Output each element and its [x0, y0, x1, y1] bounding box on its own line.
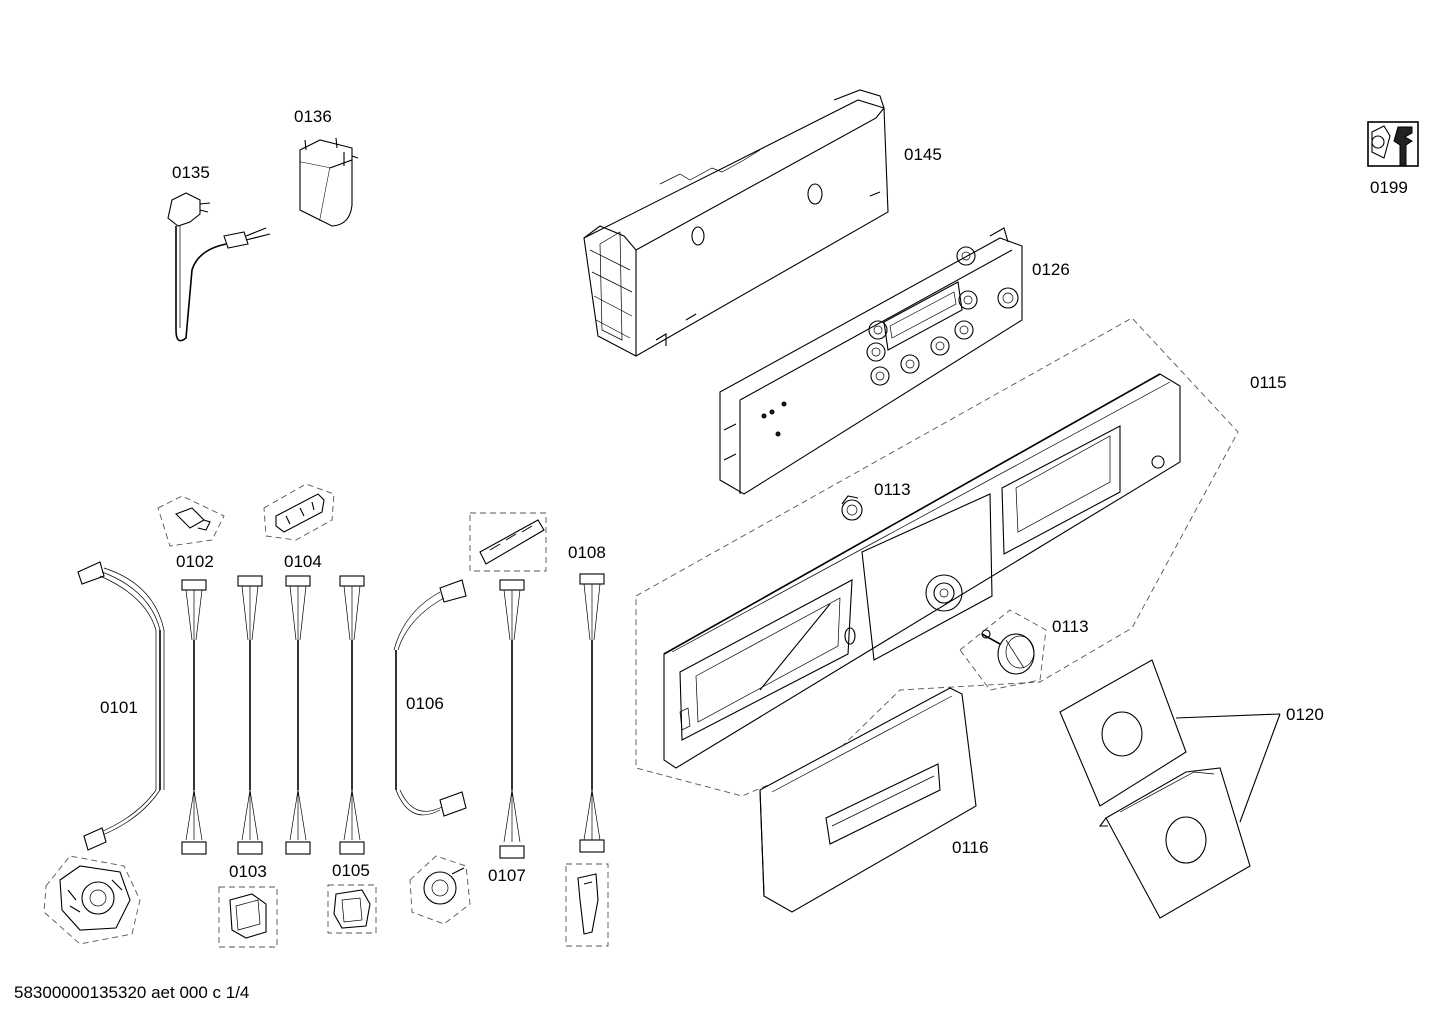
part-label-0104: 0104	[284, 552, 322, 571]
fascia-dashed-outline	[635, 317, 1239, 797]
part-label-0135: 0135	[172, 163, 210, 182]
part-label-0116: 0116	[952, 838, 989, 857]
part-label-0113-b: 0113	[1052, 617, 1089, 636]
part-label-0136: 0136	[294, 107, 332, 126]
part-pressure-switch	[409, 855, 471, 925]
wire-harness-0104	[285, 575, 311, 855]
trim-plates	[1059, 659, 1281, 919]
part-0105	[327, 884, 377, 934]
wire-harness-0108	[579, 573, 605, 853]
part-label-0106: 0106	[406, 694, 444, 713]
wire-harness-0102	[181, 579, 207, 855]
part-label-0145: 0145	[904, 145, 942, 164]
part-label-0103: 0103	[229, 862, 267, 881]
detergent-drawer-handle	[759, 687, 977, 913]
part-label-0113-a: 0113	[874, 480, 911, 499]
part-0103	[218, 886, 278, 948]
part-label-0115: 0115	[1250, 373, 1287, 392]
wire-harness-0105	[339, 575, 365, 855]
knob-small	[841, 495, 863, 521]
part-label-0126: 0126	[1032, 260, 1070, 279]
part-label-0102: 0102	[176, 552, 214, 571]
power-cord	[167, 192, 271, 342]
wire-harness-0101	[77, 561, 165, 851]
part-label-0107: 0107	[488, 866, 526, 885]
wrench-nut-icon	[1367, 121, 1419, 167]
part-sensor-bottom	[565, 863, 609, 947]
part-label-0199: 0199	[1370, 178, 1408, 197]
wire-harness-0103	[237, 575, 263, 855]
part-label-0101: 0101	[100, 698, 138, 717]
interference-capacitor	[299, 137, 359, 227]
fascia-panel	[663, 373, 1181, 769]
program-knob	[981, 629, 1035, 675]
sensor-part-0102	[157, 495, 225, 547]
part-label-0108: 0108	[568, 543, 606, 562]
part-label-0105: 0105	[332, 861, 370, 880]
control-buttons	[866, 246, 1019, 386]
motor-part	[43, 855, 141, 945]
module-part-0108	[469, 512, 547, 572]
control-module-housing	[583, 89, 889, 357]
knob-dashed-outline	[959, 609, 1047, 691]
control-board-frame	[719, 227, 1023, 495]
part-label-0120: 0120	[1286, 705, 1324, 724]
wire-harness-0106	[393, 579, 467, 817]
drawing-reference-code: 58300000135320 aet 000 c 1/4	[14, 983, 249, 1002]
connector-part-0104	[263, 483, 335, 541]
wire-harness-0107	[499, 579, 525, 859]
